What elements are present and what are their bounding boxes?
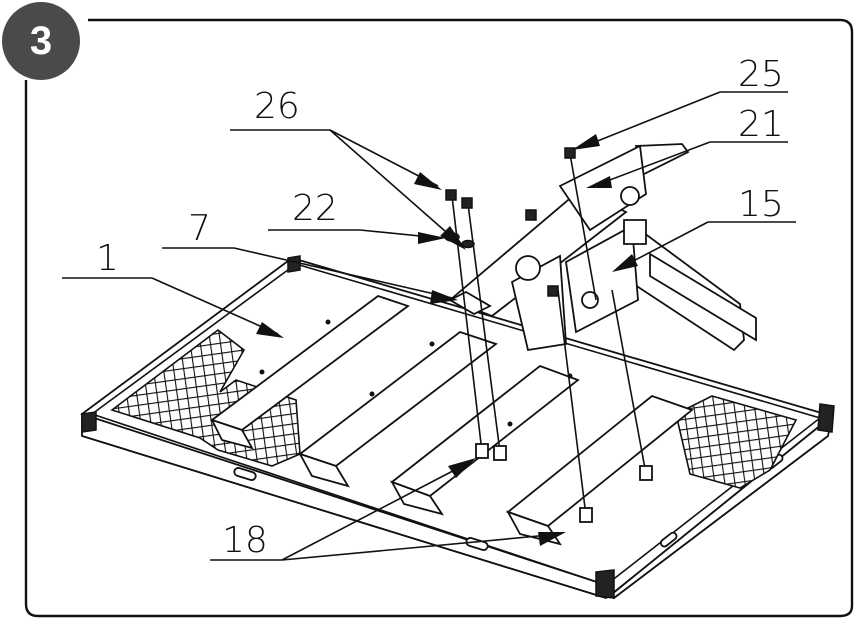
callout-21: 21 (738, 104, 784, 145)
callout-15: 15 (738, 184, 784, 225)
callout-7: 7 (188, 208, 211, 249)
leader-lines (62, 91, 796, 561)
step-number-badge: 3 (2, 2, 80, 80)
step-frame (24, 18, 854, 618)
callout-25: 25 (738, 54, 784, 95)
callout-22: 22 (292, 188, 338, 229)
callout-18: 18 (222, 520, 268, 561)
callout-26: 26 (254, 86, 300, 127)
base-frame (80, 255, 835, 600)
cross-slats (210, 294, 694, 546)
mesh-panel-left (110, 328, 301, 467)
callout-1: 1 (96, 238, 119, 279)
mesh-panel-right (675, 395, 798, 489)
